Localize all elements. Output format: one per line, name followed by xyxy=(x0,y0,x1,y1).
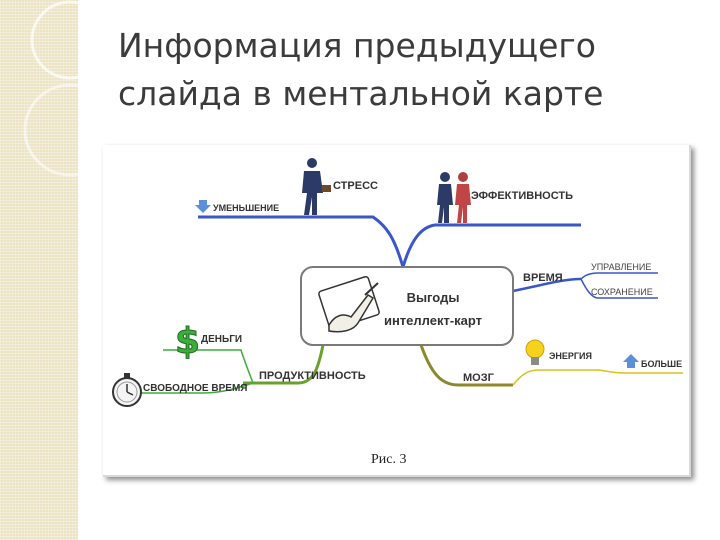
node-more: БОЛЬШЕ xyxy=(641,359,682,369)
svg-text:$: $ xyxy=(175,321,200,362)
slide-title-line-1: Информация предыдущего xyxy=(118,26,596,65)
node-energy: ЭНЕРГИЯ xyxy=(549,351,592,361)
decorative-rings xyxy=(23,0,78,177)
node-free-time: СВОБОДНОЕ ВРЕМЯ xyxy=(143,383,247,394)
branch-more xyxy=(597,369,683,374)
node-saving: СОХРАНЕНИЕ xyxy=(591,287,653,297)
stopwatch-icon xyxy=(112,373,142,407)
mindmap-figure: Выгоды интеллект-карт СТРЕСС УМЕНЬШЕНИЕ … xyxy=(103,145,691,477)
node-reduction: УМЕНЬШЕНИЕ xyxy=(213,203,279,213)
dollar-icon: $ xyxy=(175,321,201,363)
center-node-title: Выгоды xyxy=(407,290,460,305)
slide-title: Информация предыдущего слайда в ментальн… xyxy=(118,22,678,118)
node-money: ДЕНЬГИ xyxy=(201,334,242,345)
mindmap-canvas: Выгоды интеллект-карт СТРЕСС УМЕНЬШЕНИЕ … xyxy=(112,158,683,467)
decorative-side-band xyxy=(0,0,78,540)
node-efficiency: ЭФФЕКТИВНОСТЬ xyxy=(471,190,573,202)
arrow-down-icon xyxy=(195,200,211,213)
branch-management xyxy=(580,272,658,280)
branch-energy xyxy=(512,369,598,386)
slide-title-line-2: слайда в ментальной карте xyxy=(118,74,604,113)
branch-efficiency xyxy=(401,223,581,268)
arrow-up-icon xyxy=(623,354,639,368)
branch-productivity xyxy=(243,344,325,385)
branch-time xyxy=(512,277,582,293)
center-node-subtitle: интеллект-карт xyxy=(384,313,482,328)
businessman-icon xyxy=(302,158,331,215)
node-stress: СТРЕСС xyxy=(333,180,378,192)
node-management: УПРАВЛЕНИЕ xyxy=(591,262,651,272)
branch-saving xyxy=(580,278,658,299)
branch-brain xyxy=(419,344,513,387)
branch-money xyxy=(163,349,254,384)
node-time: ВРЕМЯ xyxy=(523,272,563,284)
lightbulb-icon xyxy=(525,339,545,365)
figure-caption: Рис. 3 xyxy=(371,452,407,467)
branch-stress xyxy=(198,215,405,268)
branch-free-time xyxy=(123,382,254,394)
handshake-icon xyxy=(437,172,471,223)
hand-writing-icon xyxy=(318,275,380,333)
node-productivity: ПРОДУКТИВНОСТЬ xyxy=(259,370,366,382)
node-brain: МОЗГ xyxy=(463,372,495,384)
